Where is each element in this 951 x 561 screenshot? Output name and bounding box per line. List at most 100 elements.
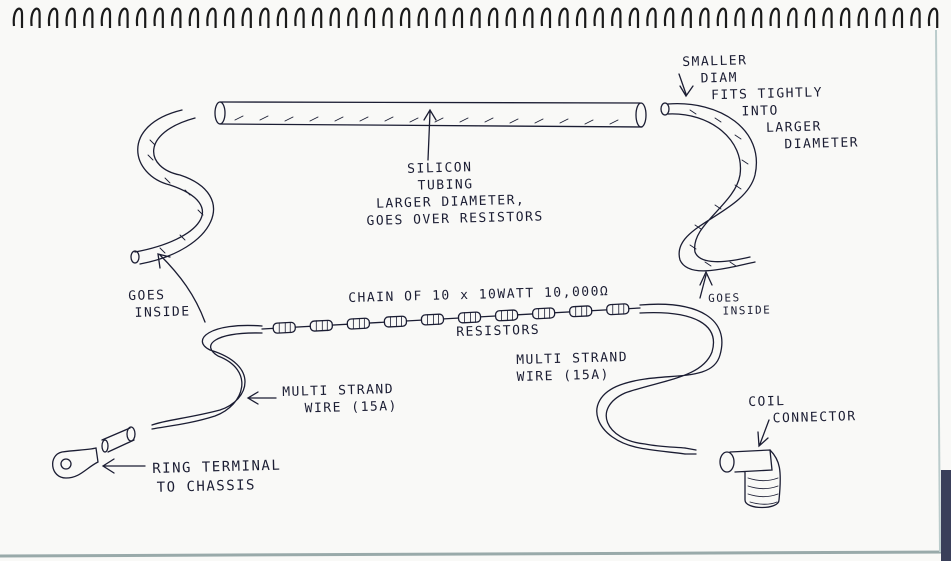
page-edge-bottom — [0, 550, 951, 558]
spiral-loop — [47, 7, 59, 28]
label-smaller-diam: SMALLER DIAM FITS TIGHTLY INTO LARGER DI… — [682, 49, 859, 156]
label-multi-strand-left: MULTI STRAND WIRE (15A) — [282, 381, 398, 418]
left-tube-hatch — [147, 139, 204, 254]
label-multi-left-2: WIRE (15A) — [304, 398, 399, 417]
spiral-loop — [681, 7, 692, 28]
spiral-loop — [206, 7, 217, 28]
label-goes-inside-right: GOES INSIDE — [708, 290, 771, 318]
spiral-loop — [417, 7, 428, 28]
ring-terminal — [52, 447, 99, 479]
spiral-loop — [399, 7, 411, 28]
label-goes-right-2: INSIDE — [722, 303, 772, 318]
spiral-loop — [734, 7, 745, 28]
spiral-loop — [12, 7, 24, 28]
label-silicon-tubing: SILICON TUBING LARGER DIAMETER, GOES OVE… — [365, 157, 544, 230]
spiral-loop — [223, 7, 235, 28]
resistor — [383, 315, 408, 328]
resistor — [531, 307, 556, 320]
spiral-loop — [804, 7, 816, 28]
label-multi-strand-right: MULTI STRAND WIRE (15A) — [516, 349, 629, 386]
label-multi-right-2: WIRE (15A) — [516, 367, 611, 385]
spiral-loop — [294, 7, 305, 28]
crimp-barrel-left — [101, 439, 109, 453]
spiral-loop — [452, 7, 464, 28]
resistor — [272, 321, 296, 334]
resistor — [309, 319, 333, 332]
arrow-goes-inside-left — [157, 253, 206, 323]
left-tube-end — [130, 250, 140, 264]
resistor-band — [575, 305, 588, 317]
resistor-band — [612, 303, 625, 315]
label-multi-right-1: MULTI STRAND — [516, 350, 629, 368]
spiral-loop — [30, 7, 41, 28]
spiral-loop — [628, 7, 640, 28]
spiral-binding — [12, 7, 939, 28]
spiral-loop — [100, 7, 112, 28]
top-tube-right-end — [635, 102, 647, 128]
label-goes-inside-left: GOES INSIDE — [128, 286, 191, 322]
resistor — [606, 303, 630, 316]
spiral-loop — [769, 7, 780, 28]
top-tube-left-end — [214, 101, 226, 125]
resistor — [569, 305, 593, 318]
label-resistors: RESISTORS — [456, 322, 541, 340]
spiral-loop — [311, 7, 323, 28]
spiral-loop — [329, 7, 340, 28]
arrow-multi-left — [246, 391, 277, 405]
spiral-loop — [593, 7, 604, 28]
spiral-loop — [435, 7, 446, 28]
resistor-band — [315, 320, 328, 332]
spiral-loop — [135, 7, 147, 28]
spiral-loop — [276, 7, 288, 28]
spiral-loop — [646, 7, 657, 28]
spiral-loop — [857, 7, 868, 28]
spiral-loop — [470, 7, 481, 28]
spiral-loop — [910, 7, 921, 28]
resistor-band — [464, 312, 476, 323]
label-ring-1: RING TERMINAL — [152, 457, 282, 477]
page-corner-mark — [941, 470, 951, 561]
left-tube — [134, 109, 215, 265]
spiral-loop — [487, 7, 499, 28]
spiral-loop — [118, 7, 129, 28]
spiral-loop — [364, 7, 376, 28]
spiral-loop — [523, 7, 534, 28]
label-ring-terminal: RING TERMINAL TO CHASSIS — [152, 457, 282, 498]
resistor — [420, 313, 445, 326]
spiral-loop — [259, 7, 270, 28]
resistor-chain — [261, 303, 641, 334]
top-tube — [219, 101, 643, 128]
spiral-loop — [611, 7, 622, 28]
top-tube-hatch — [234, 115, 619, 125]
spiral-loop — [241, 7, 252, 28]
spiral-loop — [575, 7, 587, 28]
spiral-loop — [188, 7, 200, 28]
arrow-ring-terminal — [101, 458, 146, 474]
spiral-loop — [65, 7, 76, 28]
resistor-band — [538, 307, 551, 319]
left-wire — [151, 324, 263, 430]
label-goes-left-2: INSIDE — [134, 304, 191, 321]
resistor — [457, 311, 482, 324]
spiral-loop — [347, 7, 358, 28]
spiral-loop — [839, 7, 851, 28]
spiral-loop — [699, 7, 710, 28]
spiral-loop — [382, 7, 393, 28]
page-edge-right — [935, 29, 941, 553]
resistor — [494, 309, 519, 322]
right-wire-tip — [684, 447, 697, 455]
resistor — [346, 317, 371, 330]
spiral-loop — [787, 7, 798, 28]
spiral-loop — [875, 7, 886, 28]
coil-connector — [719, 449, 781, 509]
spiral-loop — [83, 7, 94, 28]
spiral-loop — [558, 7, 569, 28]
spiral-loop — [892, 7, 904, 28]
resistor-band — [278, 322, 291, 334]
label-coil-connector: COIL CONNECTOR — [748, 391, 857, 428]
spiral-loop — [822, 7, 833, 28]
arrow-goes-inside-right — [699, 270, 713, 299]
arrow-silicon — [423, 108, 437, 161]
